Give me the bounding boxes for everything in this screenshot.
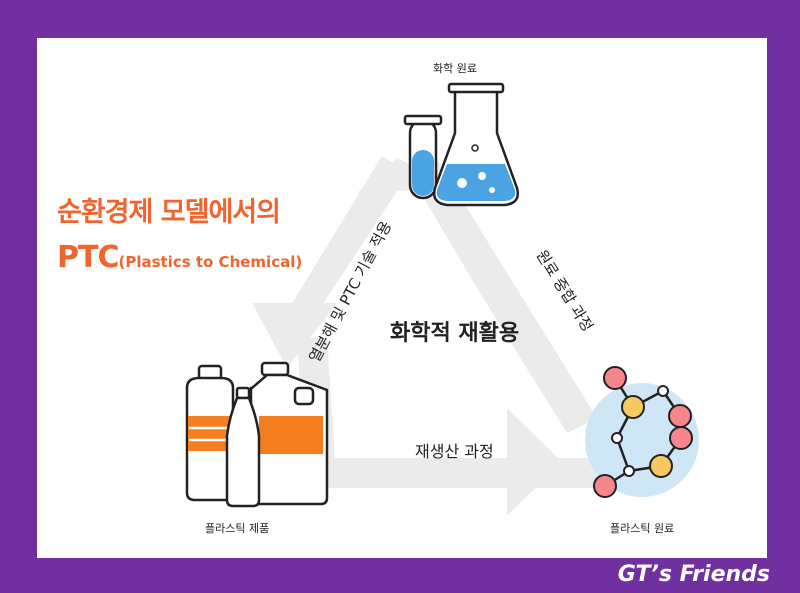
node-label-bottom-left: 플라스틱 제품 [205, 522, 270, 535]
flask-icon [403, 82, 519, 207]
diagram-title: 순환경제 모델에서의 [57, 197, 281, 228]
molecule-icon [585, 366, 699, 498]
subtitle-expansion: (Plastics to Chemical) [118, 253, 303, 271]
path-label-bottom: 재생산 과정 [415, 442, 494, 461]
diagram-graphics [185, 82, 699, 516]
subtitle-acronym: PTC [57, 240, 119, 275]
diagram-panel: 순환경제 모델에서의 PTC(Plastics to Chemical) 화학 … [37, 38, 767, 558]
diagram-subtitle: PTC(Plastics to Chemical) [57, 240, 302, 275]
node-label-top: 화학 원료 [433, 62, 477, 75]
node-label-bottom-right: 플라스틱 원료 [610, 522, 675, 535]
test-tube-icon [403, 114, 443, 200]
footer-brand: GT’s Friends [617, 562, 770, 587]
plastic-bottles-icon [185, 361, 329, 508]
center-label: 화학적 재활용 [390, 321, 520, 346]
